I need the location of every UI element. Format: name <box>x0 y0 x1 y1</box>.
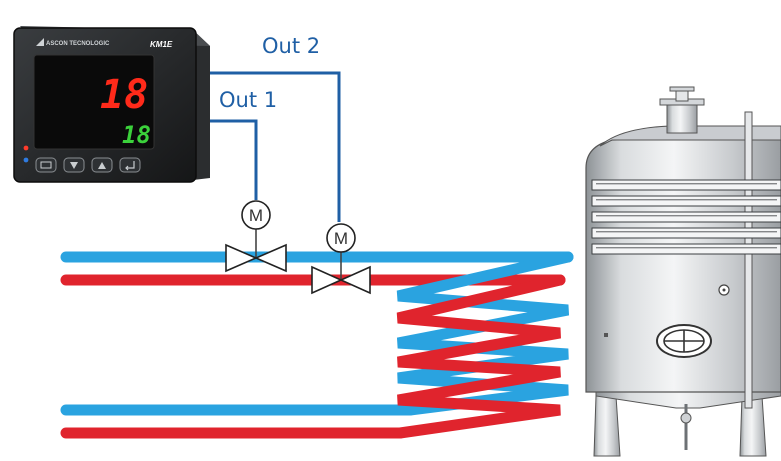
valve1-motor-symbol: M <box>249 206 263 225</box>
model-name: KM1E <box>150 40 173 49</box>
status-led <box>23 145 29 151</box>
button-select[interactable] <box>35 157 57 173</box>
level-gauge <box>744 111 753 409</box>
button-enter[interactable] <box>119 157 141 173</box>
brand-name: ASCON TECNOLOGIC <box>46 41 110 47</box>
motor-valve-icon <box>326 223 356 253</box>
motor-valve-icon <box>241 200 271 230</box>
tank-vent <box>666 102 698 134</box>
tank-leg-left <box>593 395 621 457</box>
arrow-up-icon <box>98 162 106 169</box>
valve2-motor-symbol: M <box>334 229 348 248</box>
signal-wires <box>205 71 341 222</box>
stainless-tank <box>585 86 781 457</box>
tank-cone <box>595 387 781 409</box>
setpoint-value-display: 18 <box>122 121 151 149</box>
out1-wire <box>205 119 258 200</box>
cooling-jacket <box>591 179 781 255</box>
motor-valve-1[interactable]: M <box>225 200 287 273</box>
hot-coil <box>394 274 566 439</box>
controller-buttons <box>35 157 141 173</box>
motor-valve-2[interactable]: M <box>311 223 371 295</box>
out2-label: Out 2 <box>262 34 320 58</box>
enter-icon <box>125 161 135 171</box>
tank-leg-right <box>739 395 767 457</box>
temperature-controller: ASCON TECNOLOGIC KM1E 18 18 <box>13 26 210 183</box>
jacket-dimples <box>596 183 777 249</box>
tank-lid <box>599 125 781 147</box>
drain-valve-icon <box>680 412 692 424</box>
valve1-body <box>225 243 259 273</box>
valve2-body <box>311 265 343 295</box>
sample-port <box>604 333 608 337</box>
brand-logo-icon <box>36 38 44 46</box>
status-led-2 <box>23 157 29 163</box>
out1-label: Out 1 <box>219 88 277 112</box>
display-window <box>33 54 155 150</box>
process-value-display: 18 <box>100 72 148 118</box>
out2-wire <box>205 71 341 222</box>
arrow-down-icon <box>70 162 78 169</box>
